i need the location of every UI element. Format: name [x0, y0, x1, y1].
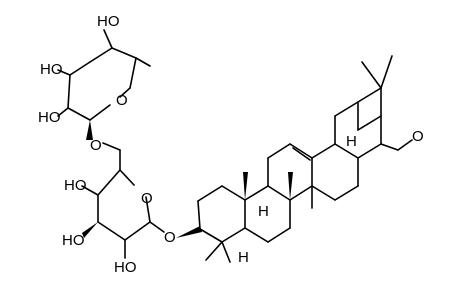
hydrogen-label: H [258, 203, 269, 220]
glycosidic-oxygen-label: O [164, 229, 176, 246]
ring-c [267, 143, 313, 201]
hydroxyl-label: HO [97, 13, 120, 30]
hydroxyl-label: HO [62, 232, 85, 249]
ring-oxygen-label: O [141, 190, 153, 207]
hydroxyl-label: HO [64, 177, 87, 194]
atom-labels: HO HO HO O O HO HO HO O O H H H O [38, 13, 424, 276]
linker-oxygen-label: O [90, 137, 102, 154]
hydrogen-label: H [346, 133, 357, 150]
hydroxyl-label: HO [40, 61, 63, 78]
ring-b [243, 172, 291, 243]
rhamnose-ring [57, 29, 151, 140]
ring-oxygen-label: O [116, 92, 128, 109]
ring-a [197, 185, 246, 263]
glucose-ring [81, 142, 202, 259]
ring-d [311, 143, 359, 209]
hydrogen-label: H [238, 249, 249, 266]
hydroxyl-label: HO [114, 259, 137, 276]
aldehyde-oxygen-label: O [412, 128, 424, 145]
ring-e [334, 55, 413, 159]
hydroxyl-label: HO [38, 109, 61, 126]
